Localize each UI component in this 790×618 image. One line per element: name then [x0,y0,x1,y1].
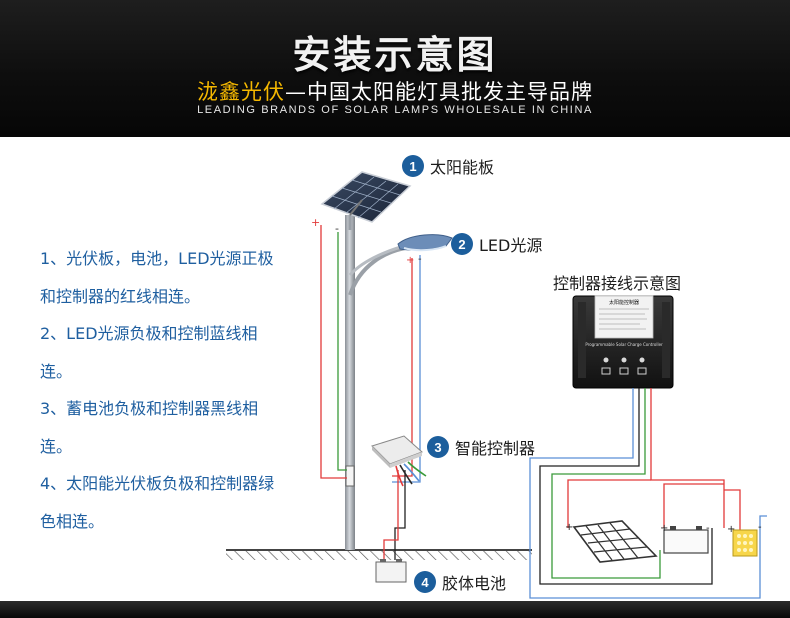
plus-sign-panel: + [565,522,573,533]
battery-underground [375,559,407,583]
solar-panel-diagram [572,520,658,563]
callout-gel-battery: 4 胶体电池 [414,569,506,595]
callout-led-source: 2 LED光源 [451,231,542,257]
footer-bar [0,601,790,618]
controller-small [371,435,427,487]
callout-number: 1 [402,155,424,177]
subtitle: 泷鑫光伏—中国太阳能灯具批发主导品牌 [0,76,790,106]
callout-label: 太阳能板 [430,158,495,177]
note-1: 1、光伏板，电池，LED光源正极和控制器的红线相连。 [40,249,274,306]
plus-sign-battery: + [660,523,668,534]
page-title: 安装示意图 [292,33,498,77]
callout-number: 3 [427,436,449,458]
installation-notes: 1、光伏板，电池，LED光源正极和控制器的红线相连。 2、LED光源负极和控制蓝… [40,240,280,540]
plus-sign-led: + [406,255,414,266]
plus-sign-led-module: + [727,524,735,535]
tagline: LEADING BRANDS OF SOLAR LAMPS WHOLESALE … [197,104,593,116]
callout-label: 智能控制器 [455,439,536,458]
note-2: 2、LED光源负极和控制蓝线相连。 [40,324,258,381]
controller-panel-title: 太阳能控制器 [609,299,639,306]
led-lamp-head [397,234,453,252]
callout-label: LED光源 [479,236,543,255]
minus-sign-battery: - [706,523,710,534]
solar-panel-top [320,171,412,223]
installation-diagram: + - + - 太阳能控制器 Programmabl [226,171,767,599]
led-module-diagram [732,529,758,557]
minus-sign-led-module: - [758,522,762,533]
callout-label: 胶体电池 [442,574,507,593]
ground [226,549,532,560]
minus-sign-led: - [418,254,422,265]
controller-wiring [529,388,767,599]
brand-name: 泷鑫光伏 [197,80,285,104]
battery-diagram [663,526,709,554]
note-4: 4、太阳能光伏板负极和控制器绿色相连。 [40,474,275,531]
street-light-pole [345,215,413,550]
note-3: 3、蓄电池负极和控制器黑线相连。 [40,399,259,456]
controller-diagram-title: 控制器接线示意图 [553,274,682,293]
header-banner: 安装示意图 泷鑫光伏—中国太阳能灯具批发主导品牌 LEADING BRANDS … [0,0,790,137]
controller-panel-subtitle: Programmable Solar Charge Controller [585,342,663,347]
controller-product: 太阳能控制器 Programmable Solar Charge Control… [572,295,674,389]
plus-sign-top: + [311,216,320,229]
callout-number: 2 [451,233,473,255]
pole-wires [320,225,421,560]
callout-smart-controller: 3 智能控制器 [427,434,535,460]
minus-sign-top: - [335,222,339,235]
callout-solar-panel: 1 太阳能板 [402,153,494,179]
callout-number: 4 [414,571,436,593]
brand-slogan: —中国太阳能灯具批发主导品牌 [285,80,593,104]
